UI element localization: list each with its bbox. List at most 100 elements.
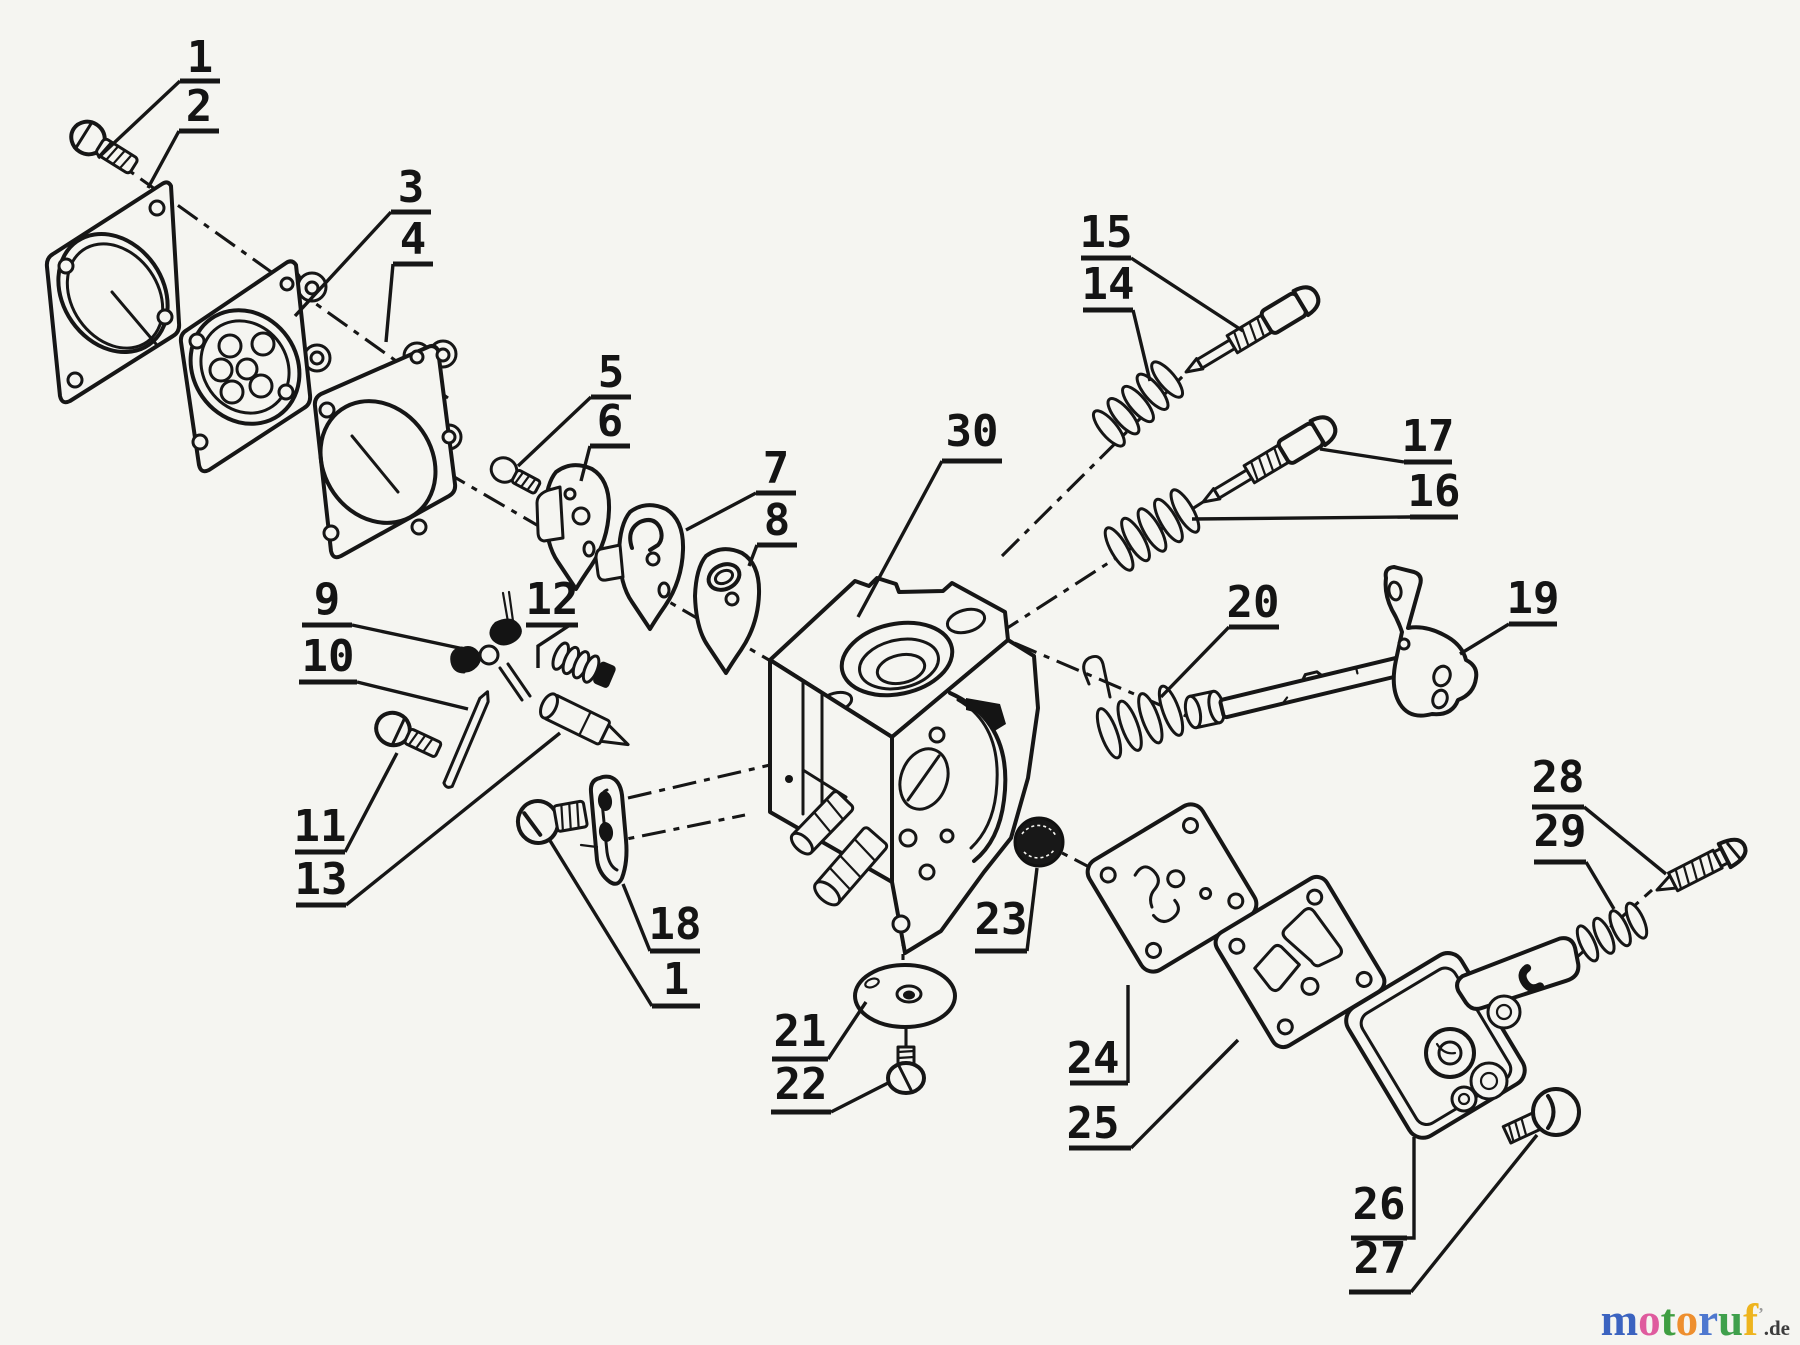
callout-number: 23 — [975, 894, 1028, 945]
callout-number: 15 — [1080, 207, 1133, 258]
leader-line — [579, 445, 592, 482]
part-3-pump-diaphragm — [178, 259, 332, 474]
leader-line — [146, 130, 181, 189]
leader-line — [344, 731, 562, 907]
callout-11: 11 — [294, 752, 399, 855]
callout-number: 7 — [763, 443, 790, 494]
leader-line — [685, 491, 757, 532]
leader-line — [356, 680, 469, 711]
part-28-idle-screw — [1655, 837, 1748, 893]
callout-number: 10 — [302, 631, 355, 682]
callout-number: 22 — [775, 1059, 828, 1110]
leader-line — [1129, 1038, 1240, 1150]
part-1-cover-screw — [69, 119, 139, 175]
callout-number: 2 — [186, 81, 213, 132]
callout-12: 12 — [526, 574, 578, 668]
part-7-retainer-plate — [594, 503, 686, 631]
callout-number: 27 — [1354, 1233, 1407, 1284]
callout-15: 15 — [1080, 207, 1244, 333]
callout-number: 18 — [649, 899, 702, 950]
callout-13: 13 — [295, 731, 562, 908]
callout-23: 23 — [975, 867, 1039, 954]
part-21-disc — [853, 963, 957, 1029]
watermark-letter: m — [1600, 1295, 1639, 1345]
part-24-metering-diaphragm — [1085, 802, 1259, 974]
watermark-motoruf: motoruf’.de — [1601, 1298, 1790, 1343]
part-8-gasket-plate — [693, 547, 762, 675]
leader-line — [1159, 625, 1231, 699]
callout-layer: 1234567891011121314151617181192021222324… — [96, 32, 1668, 1295]
leader-line — [96, 79, 182, 160]
leader-line — [621, 883, 652, 952]
part-30-carburetor-body — [768, 576, 1040, 955]
leader-line — [747, 544, 759, 567]
callout-number: 1 — [663, 954, 690, 1005]
callout-number: 13 — [295, 854, 348, 905]
part-26-cover-plate — [1344, 936, 1581, 1140]
part-23-filter-plug — [1013, 816, 1065, 868]
leader-line — [1130, 256, 1244, 333]
callout-number: 28 — [1532, 752, 1585, 803]
part-16-spring — [1103, 488, 1201, 572]
watermark-suffix: .de — [1763, 1316, 1790, 1340]
callout-number: 3 — [398, 162, 425, 213]
callout-number: 20 — [1227, 577, 1280, 628]
leader-line — [384, 263, 395, 343]
leader-line — [1407, 1137, 1416, 1240]
callout-number: 8 — [764, 495, 791, 546]
callout-29: 29 — [1534, 806, 1616, 910]
leader-line — [1191, 515, 1411, 521]
leader-line — [1459, 622, 1510, 656]
leader-line — [830, 1081, 889, 1114]
leader-line — [856, 460, 944, 618]
part-25-cover-gasket — [1213, 874, 1387, 1050]
callout-1: 1 — [96, 32, 220, 160]
callout-number: 11 — [294, 801, 347, 852]
callout-5: 5 — [516, 347, 631, 468]
callout-30: 30 — [856, 406, 1002, 618]
callout-number: 30 — [946, 406, 999, 457]
watermark-mark: ’ — [1758, 1304, 1764, 1323]
leader-line — [1319, 447, 1405, 464]
leader-line — [1131, 309, 1152, 382]
callout-number: 5 — [598, 347, 625, 398]
callout-25: 25 — [1067, 1038, 1240, 1151]
watermark-letter: t — [1660, 1295, 1676, 1345]
callout-number: 6 — [597, 396, 624, 447]
callout-number: 21 — [774, 1006, 827, 1057]
callout-2: 2 — [146, 81, 219, 189]
part-18-screw-and-clip — [515, 774, 629, 886]
part-5-screw — [489, 456, 542, 495]
callout-9: 9 — [302, 574, 465, 651]
axis-line — [596, 813, 746, 847]
part-6-retainer-plate — [535, 463, 612, 591]
part-27-screw — [1501, 1087, 1581, 1145]
part-20-return-spring — [1082, 655, 1185, 760]
watermark-text: motoruf — [1601, 1295, 1759, 1345]
leader-line — [536, 623, 571, 668]
watermark-letter: u — [1718, 1295, 1744, 1345]
callout-22: 22 — [771, 1059, 889, 1115]
callout-number: 9 — [314, 574, 341, 625]
callout-1: 1 — [547, 838, 700, 1009]
leader-line — [547, 838, 654, 1007]
leader-line — [293, 210, 393, 318]
watermark-letter: o — [1638, 1295, 1661, 1345]
leader-line — [1409, 1133, 1539, 1294]
callout-number: 4 — [400, 214, 427, 265]
callout-number: 17 — [1402, 411, 1455, 462]
part-12-adjuster-spring — [551, 641, 616, 688]
callout-14: 14 — [1082, 259, 1152, 382]
part-9-metering-lever — [450, 590, 532, 702]
callout-number: 24 — [1067, 1033, 1120, 1084]
callout-3: 3 — [293, 162, 431, 318]
callout-27: 27 — [1349, 1133, 1539, 1295]
callout-number: 29 — [1534, 806, 1587, 857]
callout-8: 8 — [747, 495, 797, 567]
callout-19: 19 — [1459, 573, 1559, 656]
watermark-letter: f — [1743, 1295, 1759, 1345]
callout-number: 1 — [187, 32, 214, 83]
callout-number: 14 — [1082, 259, 1135, 310]
